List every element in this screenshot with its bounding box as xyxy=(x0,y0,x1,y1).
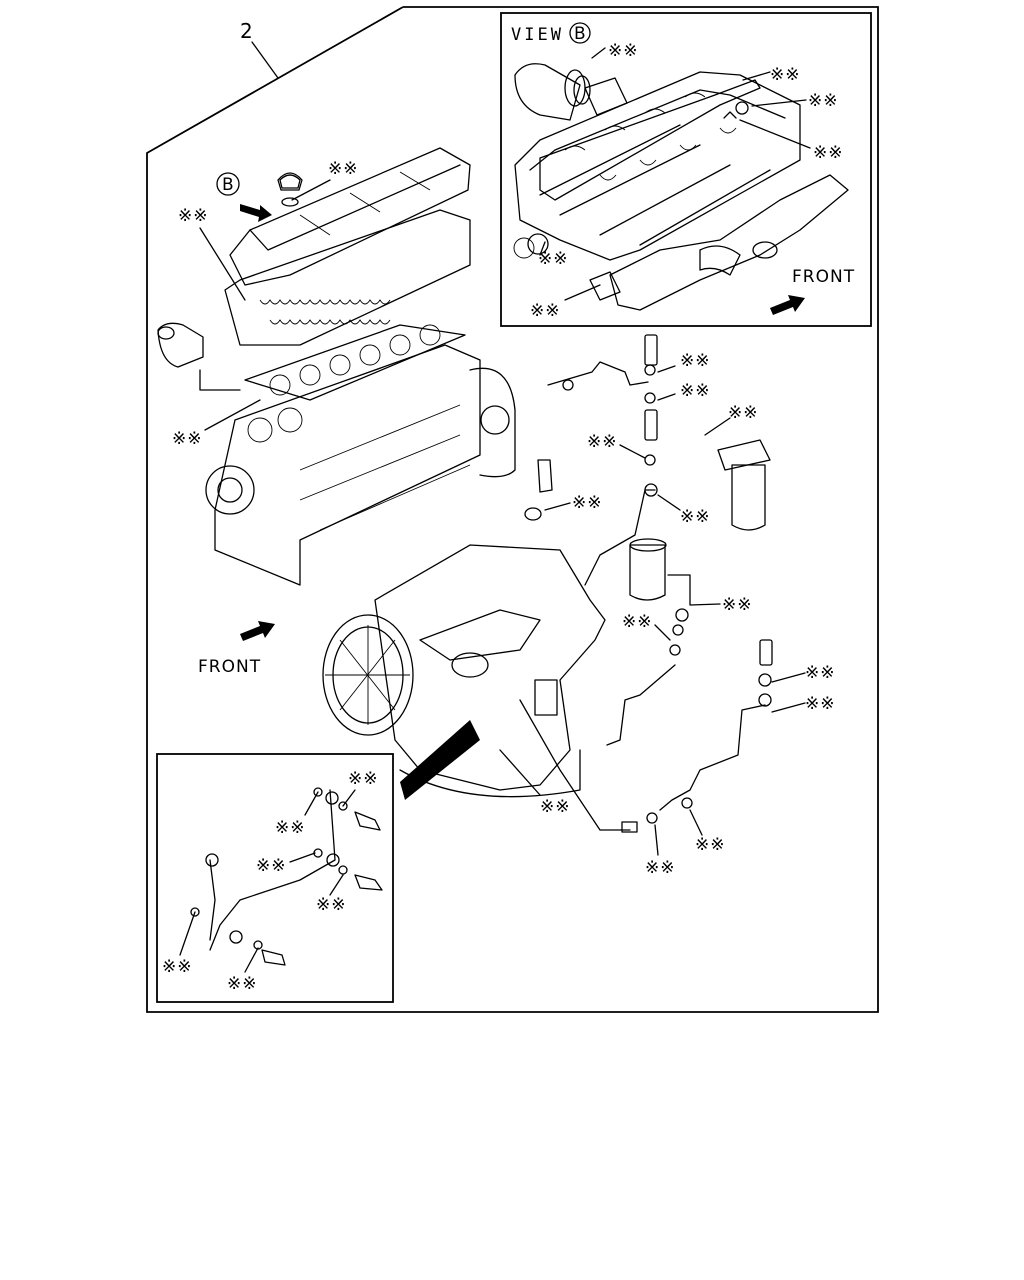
part-mark: ※※ xyxy=(808,91,839,111)
part-mark: ※※ xyxy=(695,835,726,855)
leader-line xyxy=(654,824,659,856)
part-mark: ※※ xyxy=(608,41,639,61)
leader-line xyxy=(689,809,703,836)
leader-line xyxy=(499,749,541,796)
leader-line xyxy=(564,284,601,301)
leader-line xyxy=(291,179,331,201)
view-letter: B xyxy=(574,24,587,44)
part-mark: ※※ xyxy=(680,381,711,401)
leader-line xyxy=(667,574,721,606)
banjo-bolts xyxy=(644,334,773,824)
exhaust-manifold xyxy=(609,174,849,311)
leader-line xyxy=(771,702,806,713)
part-mark: ※※ xyxy=(770,65,801,85)
part-mark: ※※ xyxy=(680,351,711,371)
part-mark: ※※ xyxy=(256,856,287,876)
leader-line xyxy=(751,99,807,107)
inset-pipe xyxy=(190,787,348,951)
head-gasket xyxy=(244,324,466,401)
callout-number: 2 xyxy=(240,19,253,43)
leader-line xyxy=(657,365,676,373)
main-cap-filler xyxy=(277,172,303,191)
front-label-view: FRONT xyxy=(792,267,855,287)
view-title: VIEW xyxy=(511,25,564,45)
leader-line xyxy=(704,417,731,436)
part-mark: ※※ xyxy=(728,403,759,423)
leader-line xyxy=(742,71,771,81)
cylinder-head xyxy=(224,209,471,346)
leader-line xyxy=(619,444,646,459)
view-b-arrow xyxy=(240,204,272,222)
part-mark: ※※ xyxy=(316,895,347,915)
view-front-arrow xyxy=(770,295,805,315)
ref-b-circle xyxy=(216,172,240,196)
ref-letter: B xyxy=(222,175,235,195)
air-inlet-elbow xyxy=(514,63,591,121)
main-front-arrow xyxy=(240,621,275,641)
fuel-filter-main xyxy=(629,538,667,601)
pipe-inset xyxy=(156,753,394,1003)
part-mark: ※※ xyxy=(178,206,209,226)
cylinder-block xyxy=(205,344,516,586)
leader-line xyxy=(539,241,546,256)
thermostat-housing xyxy=(157,322,204,368)
oil-pipes xyxy=(519,489,766,833)
part-mark: ※※ xyxy=(227,974,258,994)
manifold-gaskets xyxy=(513,79,761,301)
part-mark: ※※ xyxy=(162,957,193,977)
part-mark: ※※ xyxy=(172,429,203,449)
part-mark: ※※ xyxy=(622,612,653,632)
part-mark: ※※ xyxy=(587,432,618,452)
leader-line xyxy=(199,369,241,391)
injector xyxy=(524,459,553,521)
leader-line xyxy=(304,791,319,816)
part-mark: ※※ xyxy=(540,797,571,817)
oil-filter xyxy=(717,439,771,531)
part-mark: ※※ xyxy=(538,249,569,269)
outer-frame xyxy=(146,6,879,1013)
view-letter-circle xyxy=(569,22,591,44)
leader-line xyxy=(657,393,676,401)
part-mark: ※※ xyxy=(722,595,753,615)
leader-line xyxy=(544,502,571,511)
part-mark: ※※ xyxy=(348,769,379,789)
part-mark: ※※ xyxy=(530,301,561,321)
leader-line xyxy=(657,494,681,511)
leader-line xyxy=(199,227,246,301)
part-mark: ※※ xyxy=(328,159,359,179)
leader-line xyxy=(654,624,671,641)
part-mark: ※※ xyxy=(805,663,836,683)
inset-bolts xyxy=(261,811,383,966)
leader-line xyxy=(591,47,606,59)
pointer-wedge xyxy=(400,720,480,800)
gasket-flange-top xyxy=(584,77,628,116)
leader-line xyxy=(244,947,259,973)
rocker-cover xyxy=(229,147,471,286)
part-marks: ※※ ※※ ※※ ※※ ※※ ※※ ※※ ※※ ※※ ※※ ※※ ※※ ※※ ※… xyxy=(162,41,844,994)
part-mark: ※※ xyxy=(572,493,603,513)
leader-line xyxy=(204,399,261,431)
leader-line xyxy=(739,119,811,149)
callout-leader xyxy=(251,41,279,79)
part-mark: ※※ xyxy=(805,694,836,714)
leader-line xyxy=(342,789,356,807)
front-label-main: FRONT xyxy=(198,657,261,677)
part-mark: ※※ xyxy=(680,507,711,527)
intake-manifold xyxy=(514,71,801,261)
leader-line xyxy=(289,852,316,863)
leader-line xyxy=(179,911,196,956)
part-mark: ※※ xyxy=(645,858,676,878)
bracket-top xyxy=(547,361,649,391)
view-b-inset xyxy=(500,12,872,327)
lower-engine xyxy=(322,544,606,798)
leader-line xyxy=(771,672,806,683)
part-mark: ※※ xyxy=(275,818,306,838)
part-mark: ※※ xyxy=(813,143,844,163)
leader-line xyxy=(329,874,344,896)
